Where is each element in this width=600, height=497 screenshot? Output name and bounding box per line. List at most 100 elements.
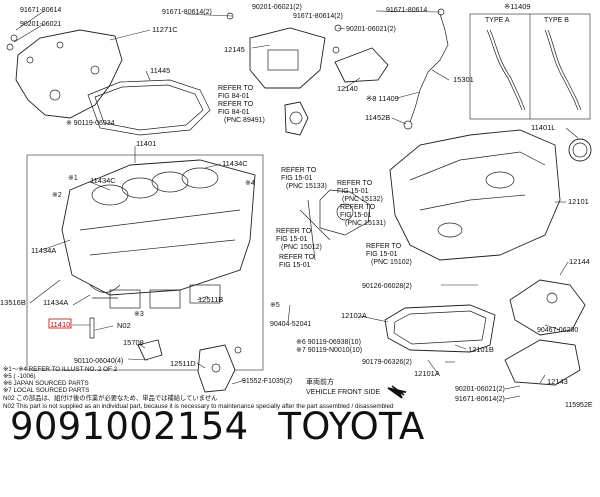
note-6: N02 This part is not supplied as an indi… [3, 403, 394, 410]
note-4: ※7 LOCAL SOURCED PARTS [3, 387, 89, 394]
gasket-11445-shape [87, 79, 211, 136]
note-3: ※6 JAPAN SOURCED PARTS [3, 380, 89, 387]
svg-text:(PNC 15012): (PNC 15012) [281, 244, 322, 251]
cover-12145-shape [249, 27, 326, 89]
svg-text:FIG 15-01: FIG 15-01 [276, 236, 308, 243]
dipstick-guide-type-b [544, 29, 579, 111]
label-11401: 11401 [136, 139, 156, 148]
label-12144: 12144 [569, 257, 590, 266]
refer-to-fig-15-102: REFER TO FIG 15-01 (PNC 15102) [366, 243, 412, 266]
svg-text:REFER TO: REFER TO [340, 204, 376, 211]
refer-to-fig-15-132: REFER TO FIG 15-01 (PNC 15132) [337, 180, 383, 203]
label-12140: 12140 [337, 84, 358, 93]
label-91671-top2: 91671-80614(2) [293, 13, 343, 20]
label-15301: 15301 [453, 75, 474, 84]
label-15708: 15708 [123, 338, 144, 347]
label-91671-top: 91671-80614(2) [162, 9, 212, 16]
note-1: ※1〜※4 REFER TO ILLUST NO. 2 OF 2 [3, 366, 118, 373]
label-11434c-top: 11434C [90, 176, 116, 185]
label-12101b: 12101B [468, 345, 494, 354]
oil-seal-11401l [568, 138, 592, 162]
label-90201-b: 90201-06021(2) [455, 386, 505, 393]
label-90126: 90126-06028(2) [362, 283, 412, 290]
highlight-box [48, 318, 72, 329]
label-91671-dip: 91671-80614 [386, 7, 427, 14]
label-11271c: 11271C [152, 25, 178, 34]
label-13516b: 13516B [0, 298, 26, 307]
refer-to-fig-15-012: REFER TO FIG 15-01 (PNC 15012) [276, 228, 322, 251]
label-90404: 90404-52041 [270, 321, 311, 328]
svg-text:(PNC 89491): (PNC 89491) [224, 117, 265, 124]
svg-text:(PNC 15132): (PNC 15132) [342, 196, 383, 203]
label-11434c-mid: 11434C [222, 159, 248, 168]
svg-text:REFER TO: REFER TO [281, 167, 317, 174]
label-12101: 12101 [568, 197, 589, 206]
label-12102a: 12102A [341, 311, 367, 320]
svg-text:(PNC 15131): (PNC 15131) [345, 220, 386, 227]
front-side-jp: 車両前方 [306, 377, 334, 386]
svg-text:FIG 15-01: FIG 15-01 [279, 262, 311, 269]
type-b-label: TYPE B [544, 17, 569, 24]
label-90119-top: ※ 90119-06934 [66, 120, 115, 127]
svg-text:FIG 15-01: FIG 15-01 [366, 251, 398, 258]
label-s2: ※2 [52, 192, 62, 199]
oil-pan-lower-shape [384, 304, 496, 353]
svg-text:FIG 15-01: FIG 15-01 [340, 212, 372, 219]
label-11434a-left: 11434A [31, 246, 56, 255]
svg-text:REFER TO: REFER TO [366, 243, 402, 250]
diagram-code: 115952E [565, 402, 593, 409]
bearing-cap-shape [89, 284, 121, 293]
part-number: 9091002154 [10, 405, 249, 448]
leader-lines [13, 10, 579, 400]
label-11409-box: ※11409 [504, 2, 531, 11]
svg-text:FIG 84-01: FIG 84-01 [218, 109, 250, 116]
bracket-15708-shape [137, 339, 163, 361]
note-2: ※5 ( -1006) [3, 373, 36, 380]
label-90201-r: 90201-06021(2) [346, 26, 396, 33]
refer-to-fig-15: REFER TO FIG 15-01 [279, 254, 315, 269]
label-12101a: 12101A [414, 369, 440, 378]
cover-12140-shape [334, 47, 389, 83]
label-s5: ※5 [270, 302, 280, 309]
label-91671-left: 91671-80614 [20, 7, 61, 14]
cylinder-block-shape [61, 159, 256, 296]
label-11410: 11410 [50, 320, 70, 329]
label-91671-b: 91671-80614(2) [455, 396, 505, 403]
dipstick-15301-shape [409, 13, 449, 123]
svg-text:REFER TO: REFER TO [337, 180, 373, 187]
bolt-11410 [89, 317, 95, 339]
label-n02: N02 [117, 321, 131, 330]
oil-pan-upper-shape [389, 129, 561, 261]
label-91552: 91552-F1035(2) [242, 378, 292, 385]
strainer-12144-shape [509, 279, 586, 336]
svg-text:FIG 15-01: FIG 15-01 [281, 175, 313, 182]
note-5: N02 この部品は、組付け後の作業が必要なため、単品では補給していません [3, 393, 217, 402]
refer-to-fig-84: REFER TO FIG 84-01 REFER TO FIG 84-01 (P… [218, 85, 265, 124]
label-12511b: 12511B [198, 295, 223, 304]
refer-to-fig-15-133: REFER TO FIG 15-01 (PNC 15133) [281, 167, 327, 190]
front-arrow-icon [387, 385, 407, 399]
label-11452b: 11452B [365, 113, 390, 122]
label-11401l: 11401L [531, 123, 555, 132]
label-s3: ※3 [134, 311, 144, 318]
svg-text:FIG 15-01: FIG 15-01 [337, 188, 369, 195]
label-90201-left: 90201-06021 [20, 21, 61, 28]
label-90119-6: ※6 90119-06938(10) [296, 339, 361, 346]
bracket-12511d-shape [197, 344, 236, 393]
label-90467: 90467-06200 [537, 327, 578, 334]
label-11434a-bottom: 11434A [43, 298, 68, 307]
label-12145: 12145 [224, 45, 245, 54]
baffle-12143-shape [504, 339, 581, 386]
svg-text:REFER TO: REFER TO [218, 101, 254, 108]
label-s1: ※1 [68, 175, 78, 182]
svg-text:REFER TO: REFER TO [218, 85, 254, 92]
type-a-label: TYPE A [485, 17, 510, 24]
front-side-en: VEHICLE FRONT SIDE [306, 389, 380, 396]
label-12511d: 12511D [170, 359, 196, 368]
label-90119-7: ※7 90119-N0010(10) [296, 347, 362, 354]
block-group-frame [26, 154, 264, 371]
svg-text:(PNC 15102): (PNC 15102) [371, 259, 412, 266]
svg-text:REFER TO: REFER TO [279, 254, 315, 261]
parts-diagram: TYPE A TYPE B [0, 2, 593, 410]
